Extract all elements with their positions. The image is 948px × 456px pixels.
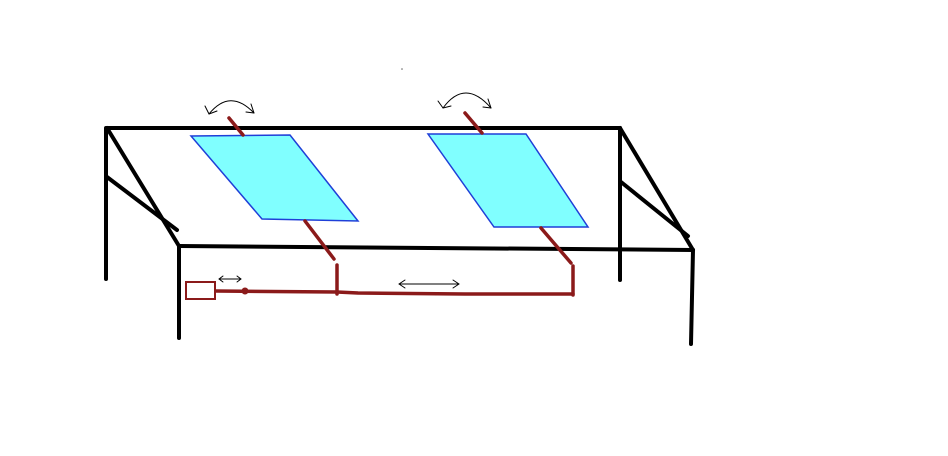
frame [104, 126, 695, 346]
tilt-arrow-left [204, 100, 255, 115]
lever-left-upper [303, 219, 336, 261]
solar-panel-right [426, 133, 590, 228]
frame-leg-front-right [689, 248, 695, 346]
frame-left-brace [105, 175, 179, 232]
lever-right-upper [539, 226, 573, 265]
push-rod [214, 289, 575, 296]
pivot-top-left [227, 116, 245, 137]
frame-left-top-edge [105, 126, 181, 248]
panel-right-surface [426, 133, 590, 228]
actuator [185, 281, 249, 300]
tilt-arrow-right [437, 92, 492, 109]
frame-right-brace [619, 180, 690, 238]
pivot-top-right [463, 111, 484, 135]
stray-dot [401, 68, 403, 70]
linkage [214, 111, 575, 297]
arrows [204, 92, 492, 289]
actuator-pivot [241, 287, 249, 295]
panel-left-surface [189, 134, 360, 222]
actuator-arrow [218, 275, 242, 283]
slide-arrow [398, 279, 460, 289]
solar-panel-left [189, 134, 360, 222]
frame-front-rail [177, 244, 695, 252]
actuator-box [185, 281, 216, 300]
